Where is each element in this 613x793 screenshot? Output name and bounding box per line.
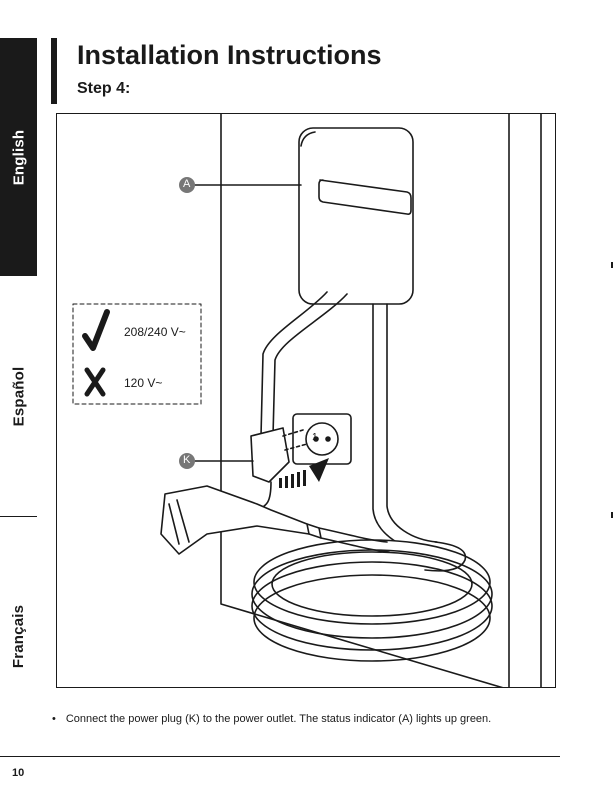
illustration-drawing bbox=[57, 114, 556, 688]
voltage-ok-label: 208/240 V~ bbox=[124, 325, 186, 339]
page-number: 10 bbox=[12, 767, 24, 779]
tab-english-label: English bbox=[10, 129, 27, 185]
callout-a-label: A bbox=[183, 178, 190, 190]
tab-espanol[interactable]: Español bbox=[0, 276, 37, 516]
callout-k-label: K bbox=[183, 454, 190, 466]
tab-english[interactable]: English bbox=[0, 38, 37, 276]
step-heading: Step 4: bbox=[77, 80, 130, 98]
tab-francais-label: Français bbox=[10, 604, 27, 667]
installation-illustration: A K 208/240 V~ 120 V~ 1 bbox=[56, 113, 556, 688]
tab-espanol-label: Español bbox=[10, 366, 27, 426]
instruction-text: Connect the power plug (K) to the power … bbox=[66, 713, 491, 725]
outlet-number-label: 1 bbox=[312, 432, 318, 443]
page-title: Installation Instructions bbox=[77, 38, 382, 72]
instruction-item: • Connect the power plug (K) to the powe… bbox=[52, 713, 572, 725]
footer-rule bbox=[0, 756, 560, 757]
title-accent-bar bbox=[51, 38, 57, 104]
bullet-icon: • bbox=[52, 713, 56, 725]
tab-francais[interactable]: Français bbox=[0, 516, 37, 756]
voltage-bad-label: 120 V~ bbox=[124, 376, 162, 390]
